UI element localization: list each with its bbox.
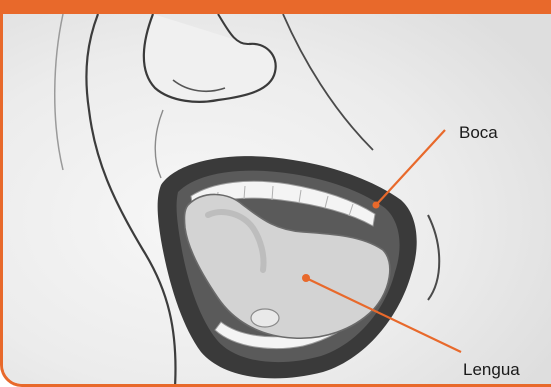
mouth-label: Boca xyxy=(459,124,498,141)
illustration-panel: Boca Lengua xyxy=(0,14,551,387)
tongue-papilla xyxy=(251,309,279,327)
tongue-pointer-dot xyxy=(302,274,310,282)
accent-top-bar xyxy=(0,0,551,14)
tongue-label: Lengua xyxy=(463,361,520,378)
mouth-pointer-dot xyxy=(373,202,380,209)
mouth-illustration xyxy=(3,14,551,387)
